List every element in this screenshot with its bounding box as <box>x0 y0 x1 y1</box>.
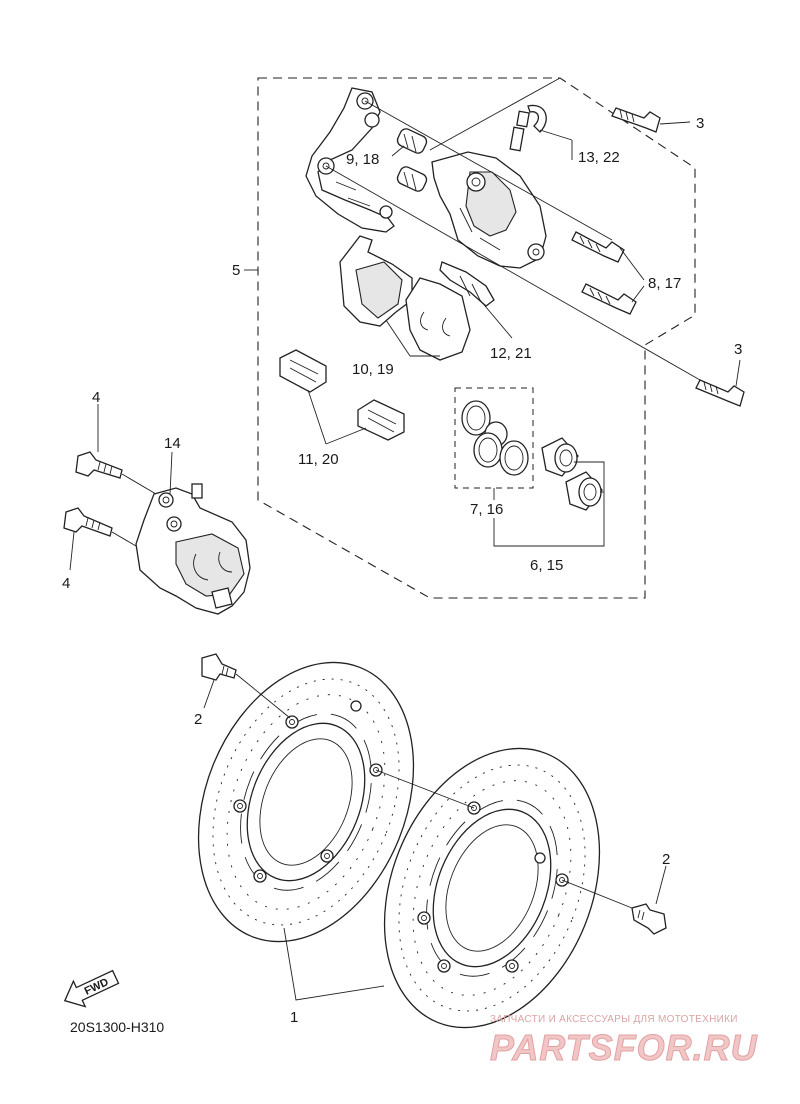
caliper-body <box>431 151 547 269</box>
pad-support <box>439 261 495 307</box>
callout-14: 14 <box>164 435 181 452</box>
callout-8-17: 8, 17 <box>648 275 681 292</box>
brake-pads <box>339 235 471 361</box>
caliper-bracket <box>305 87 395 233</box>
callout-2-upper: 2 <box>194 711 202 728</box>
caliper-bolts <box>63 451 123 537</box>
disc-left-rivets <box>233 700 383 883</box>
caliper-pin-bolts <box>571 231 637 315</box>
bleed-screw <box>509 104 547 152</box>
fwd-label: FWD <box>83 976 111 997</box>
brake-disc-right <box>383 747 601 1029</box>
callout-10-19: 10, 19 <box>352 361 394 378</box>
pistons <box>541 437 603 511</box>
callout-9-18: 9, 18 <box>346 151 379 168</box>
callout-12-21: 12, 21 <box>490 345 532 362</box>
piston-seals <box>461 400 529 476</box>
caliper-assembly <box>135 483 251 615</box>
watermark-tagline: ЗАПЧАСТИ И АКСЕССУАРЫ ДЛЯ МОТОТЕХНИКИ <box>490 1014 738 1025</box>
mounting-bolt-upper <box>611 107 661 133</box>
watermark-brand: PARTSFOR.RU <box>490 1027 758 1068</box>
seal-kit-outline <box>454 387 534 489</box>
callout-4-upper: 4 <box>92 389 100 406</box>
callout-13-22: 13, 22 <box>578 149 620 166</box>
callout-6-15: 6, 15 <box>530 557 563 574</box>
callout-11-20: 11, 20 <box>298 451 339 468</box>
callout-3-lower: 3 <box>734 341 742 358</box>
disc-bolt-upper <box>201 653 237 681</box>
callout-1: 1 <box>290 1009 298 1026</box>
callout-3-upper: 3 <box>696 115 704 132</box>
slide-pin-boots <box>396 128 428 192</box>
leader-lines <box>69 77 741 1001</box>
callout-2-right: 2 <box>662 851 670 868</box>
forward-arrow-icon: FWD <box>63 969 120 1008</box>
mounting-bolt-lower <box>695 379 745 407</box>
callouts: 3 3 5 8, 17 9, 18 13, 22 12, 21 10, 19 1… <box>62 115 742 1026</box>
callout-5: 5 <box>232 262 240 279</box>
diagram-code: 20S1300-H310 <box>70 1019 164 1035</box>
disc-bolt-right <box>631 903 667 935</box>
brake-disc-left <box>197 661 415 943</box>
callout-4-lower: 4 <box>62 575 70 592</box>
callout-7-16: 7, 16 <box>470 501 503 518</box>
pad-shims <box>279 349 405 441</box>
